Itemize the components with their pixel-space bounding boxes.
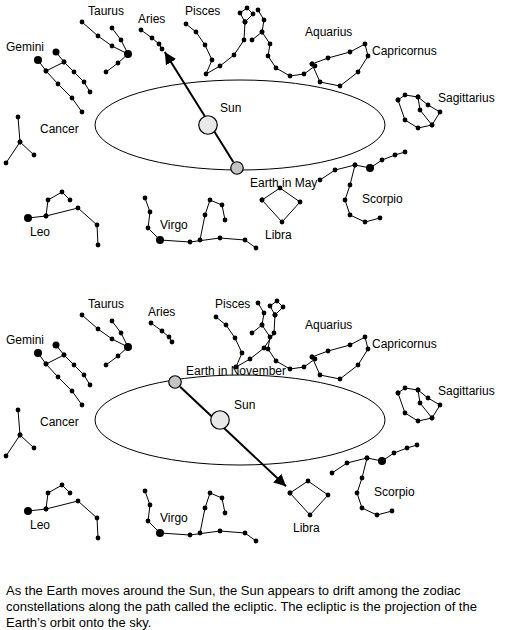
constellation-name: Pisces xyxy=(215,297,250,311)
constellation-name: Sagittarius xyxy=(438,384,495,398)
body-label: Earth in May xyxy=(250,176,317,190)
constellation-name: Pisces xyxy=(185,4,220,18)
constellation-node: Sagittarius xyxy=(393,89,501,132)
constellation-node: Aries xyxy=(136,11,168,52)
constellation-node: Virgo xyxy=(141,196,259,250)
body-outline xyxy=(168,375,182,389)
central-star-node: Sun xyxy=(198,115,218,135)
body-label: Sun xyxy=(234,398,255,412)
constellation-name: Leo xyxy=(30,225,50,239)
constellation-node: Aquarius xyxy=(246,301,358,373)
figure-caption: As the Earth moves around the Sun, the S… xyxy=(6,583,503,630)
constellation-node: Libra xyxy=(286,479,330,535)
constellation-figure xyxy=(145,198,256,248)
constellation-node: Libra xyxy=(258,186,302,242)
constellation-figure xyxy=(82,315,132,365)
constellation-node: Virgo xyxy=(141,489,259,543)
orbit-ellipse xyxy=(95,375,385,465)
constellation-figure xyxy=(24,192,98,245)
orbit-ellipse xyxy=(95,80,385,170)
constellation-node: Aries xyxy=(146,304,178,345)
body-outline xyxy=(198,115,218,135)
constellation-node: Gemini xyxy=(4,332,94,409)
constellation-name: Capricornus xyxy=(372,44,437,58)
constellation-figure xyxy=(320,152,405,222)
constellation-figure xyxy=(252,303,315,369)
central-star-node: Sun xyxy=(210,410,230,430)
constellation-node: Cancer xyxy=(2,113,74,167)
constellation-name: Cancer xyxy=(40,415,79,429)
constellation-node: Gemini xyxy=(4,39,94,116)
constellation-node: Cancer xyxy=(2,406,74,460)
body-outline xyxy=(210,410,230,430)
constellation-name: Virgo xyxy=(160,218,188,232)
constellation-name: Capricornus xyxy=(372,337,437,351)
constellation-figure xyxy=(312,44,368,86)
constellation-node: Leo xyxy=(24,186,102,249)
planet-node: Earth in May xyxy=(230,161,244,175)
constellation-figure xyxy=(332,445,417,515)
constellation-name: Taurus xyxy=(88,297,124,311)
constellation-figure xyxy=(34,342,90,406)
constellation-figure xyxy=(398,95,440,128)
constellation-name: Gemini xyxy=(6,333,44,347)
constellation-figure xyxy=(6,410,34,456)
constellation-figure xyxy=(151,323,172,342)
constellation-name: Gemini xyxy=(6,40,44,54)
constellation-name: Aquarius xyxy=(305,25,352,39)
constellation-node: Leo xyxy=(24,479,102,542)
constellation-name: Taurus xyxy=(88,4,124,18)
constellation-node: Scorpio xyxy=(316,148,410,226)
constellation-figure xyxy=(24,485,98,538)
body-label: Earth in November xyxy=(186,364,286,378)
constellation-name: Sagittarius xyxy=(438,91,495,105)
constellation-name: Aries xyxy=(148,305,175,319)
planet-disc xyxy=(231,162,244,175)
constellation-figure xyxy=(34,49,90,113)
constellation-node: Sagittarius xyxy=(393,382,501,425)
constellation-node: Scorpio xyxy=(328,441,422,519)
constellation-figure xyxy=(262,188,300,222)
constellation-figure xyxy=(141,30,162,49)
constellation-name: Virgo xyxy=(160,511,188,525)
constellation-name: Aries xyxy=(138,12,165,26)
constellation-figure xyxy=(290,481,328,515)
sightline-arrow xyxy=(180,387,286,487)
constellation-figure xyxy=(6,117,34,163)
central-star-disc xyxy=(199,116,218,135)
body-label: Sun xyxy=(220,101,241,115)
constellation-figure xyxy=(312,337,368,379)
central-star-disc xyxy=(211,411,230,430)
body-outline xyxy=(230,161,244,175)
constellation-name: Aquarius xyxy=(305,318,352,332)
constellation-name: Leo xyxy=(30,518,50,532)
constellation-figure xyxy=(252,10,315,76)
planet-node: Earth in November xyxy=(168,375,182,389)
constellation-figure xyxy=(145,491,256,541)
constellation-node: Capricornus xyxy=(308,40,440,90)
planet-disc xyxy=(169,376,182,389)
constellation-name: Libra xyxy=(265,228,292,242)
constellation-name: Scorpio xyxy=(374,485,415,499)
constellation-node: Taurus xyxy=(78,296,134,369)
constellation-node: Pisces xyxy=(182,3,256,78)
constellation-node: Taurus xyxy=(78,3,134,76)
constellation-node: Aquarius xyxy=(246,8,358,80)
constellation-figure xyxy=(398,388,440,421)
constellation-name: Scorpio xyxy=(362,192,403,206)
constellation-node: Pisces xyxy=(212,296,286,371)
constellation-name: Libra xyxy=(293,521,320,535)
constellation-name: Cancer xyxy=(40,122,79,136)
constellation-node: Capricornus xyxy=(308,333,440,383)
constellation-figure xyxy=(82,22,132,72)
